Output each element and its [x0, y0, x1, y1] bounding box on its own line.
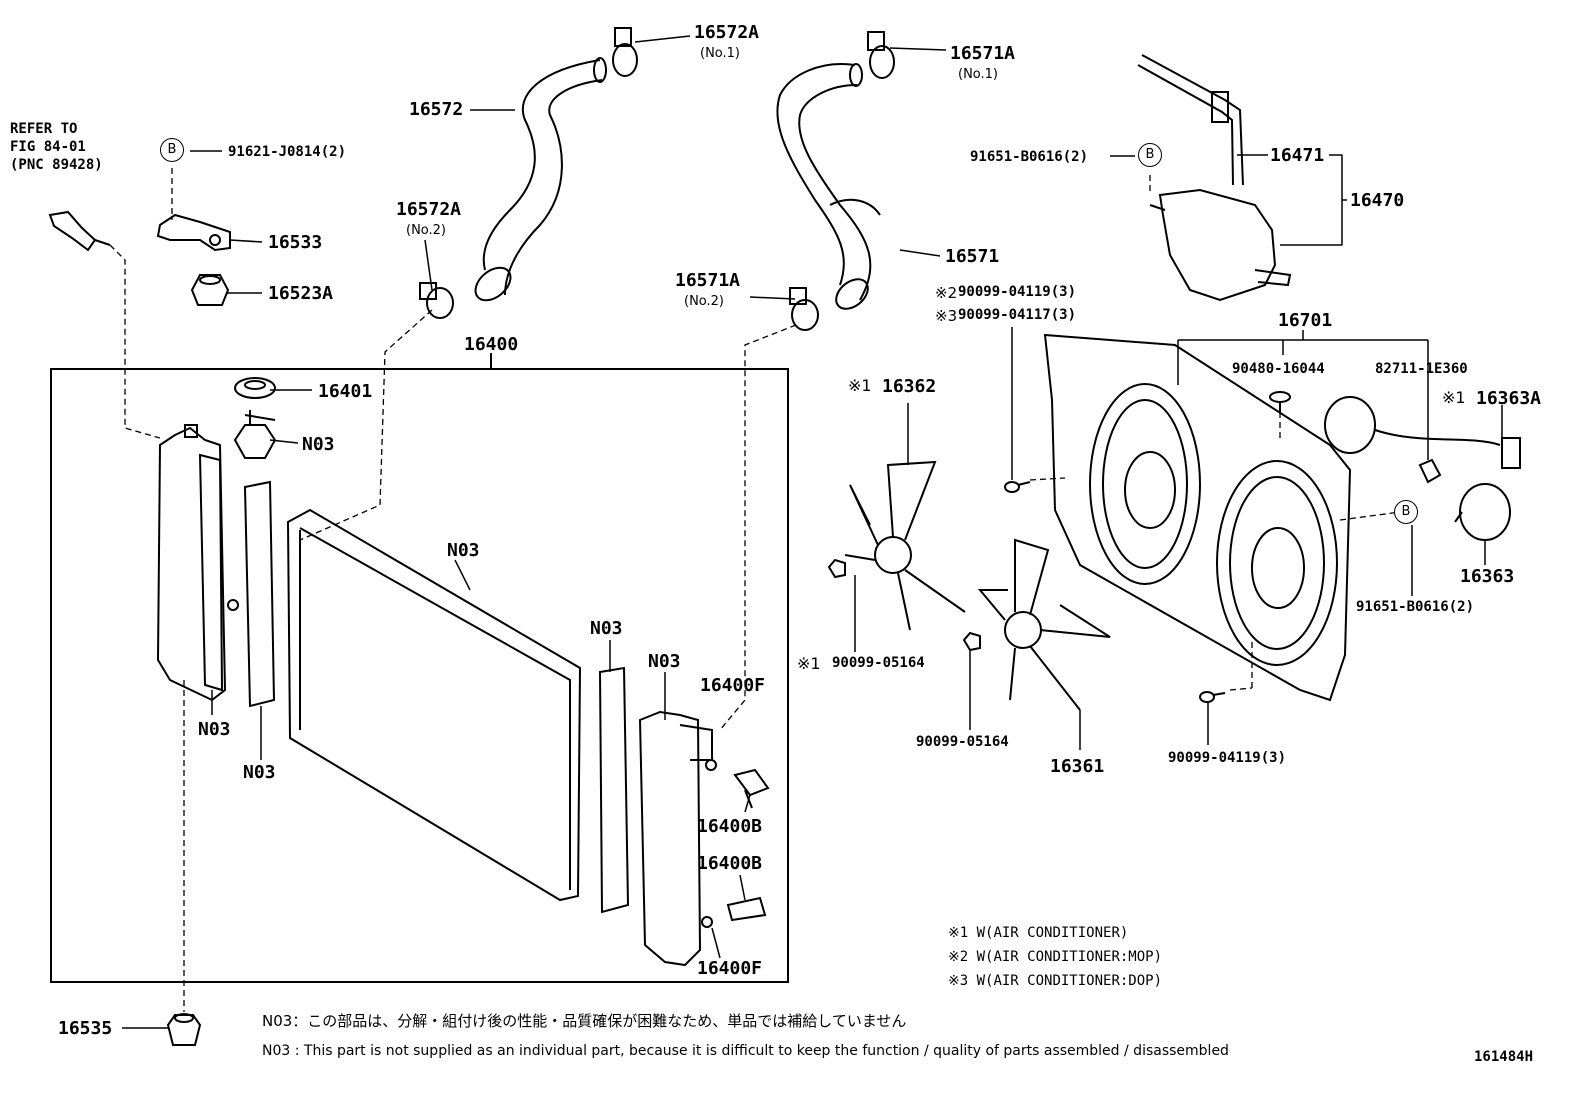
drain-plug-16400B-a: [733, 768, 770, 809]
callout-16400F-top: 16400F: [700, 675, 766, 696]
callout-16572A-no1-sub: (No.1): [700, 46, 740, 61]
callout-90099-04119-top: 90099-04119(3): [958, 284, 1077, 300]
bolt-90099-04119-bot: [1199, 691, 1226, 703]
refer-note-line3: (PNC 89428): [10, 157, 103, 173]
mark-2: ※2: [935, 284, 958, 302]
callout-16523A: 16523A: [268, 283, 334, 304]
mark-1-16363A: ※1: [1442, 388, 1466, 407]
drain-plug-16400B-b: [726, 896, 767, 922]
figure-id: 161484H: [1474, 1049, 1534, 1065]
right-gasket: [598, 666, 630, 914]
radiator-cap-16401: [234, 377, 276, 399]
callout-16401: 16401: [318, 381, 373, 402]
note-english: N03 : This part is not supplied as an in…: [262, 1043, 1229, 1059]
clamp-16572A-no2: [419, 282, 454, 319]
callout-16363A: 16363A: [1476, 388, 1542, 409]
callout-16571A-no1: 16571A: [950, 43, 1016, 64]
clamp-16572A-no1: [612, 27, 638, 77]
callout-16571: 16571: [945, 246, 1000, 267]
fan-16361: [977, 538, 1111, 711]
right-tank: [638, 710, 713, 967]
callout-16400F-bottom: 16400F: [697, 958, 763, 979]
callout-16363: 16363: [1460, 566, 1515, 587]
callout-n03-core: N03: [447, 540, 480, 561]
b-marker-3: B: [1394, 500, 1418, 524]
callout-16362: 16362: [882, 376, 937, 397]
clamp-16571A-no1: [867, 31, 895, 79]
callout-16533: 16533: [268, 232, 323, 253]
bolt-90099-04119-top: [1004, 481, 1031, 493]
reserve-hose-16471: [1137, 54, 1244, 186]
b-marker-2: B: [1138, 143, 1162, 167]
callout-91651-top: 91651-B0616(2): [970, 149, 1089, 165]
reserve-tank-16470: [1149, 188, 1292, 302]
callout-91651-bottom: 91651-B0616(2): [1356, 599, 1475, 615]
clamp-16571A-no2: [789, 287, 819, 331]
callout-16471: 16471: [1270, 145, 1325, 166]
nut-90099-05164-l: [827, 558, 846, 579]
callout-16701: 16701: [1278, 310, 1333, 331]
callout-16400B-1: 16400B: [697, 816, 763, 837]
fan-motor-16363: [1454, 483, 1511, 541]
nut-90099-05164-m: [962, 631, 981, 652]
mark-1-16362: ※1: [848, 376, 872, 395]
radiator-core: [286, 508, 582, 902]
callout-90099-04119-bottom: 90099-04119(3): [1168, 750, 1287, 766]
callout-16572A-no2-sub: (No.2): [406, 223, 446, 238]
callout-16470: 16470: [1350, 190, 1405, 211]
filler-neck: [233, 410, 277, 459]
clip-90480: [1269, 391, 1291, 412]
mark-3: ※3: [935, 307, 958, 325]
callout-16572A-no1: 16572A: [694, 22, 760, 43]
callout-n03-filler: N03: [302, 434, 335, 455]
callout-90099-05164-left: 90099-05164: [832, 655, 925, 671]
cushion-16535: [166, 1013, 202, 1046]
hose-16572: [474, 57, 607, 302]
callout-90099-04117: 90099-04117(3): [958, 307, 1077, 323]
fan-shroud-16701: [1043, 333, 1352, 702]
callout-16572: 16572: [409, 99, 464, 120]
left-gasket: [243, 480, 276, 708]
callout-16571A-no2: 16571A: [675, 270, 741, 291]
callout-16571A-no1-sub: (No.1): [958, 67, 998, 82]
hose-16571: [776, 63, 881, 310]
b-marker-1: B: [160, 138, 184, 162]
callout-90480: 90480-16044: [1232, 361, 1325, 377]
callout-n03-right-tank: N03: [648, 651, 681, 672]
cushion-16523A: [190, 274, 230, 306]
callout-91621: 91621-J0814(2): [228, 144, 347, 160]
legend-line-2: ※2 W(AIR CONDITIONER:MOP): [948, 949, 1163, 965]
o-ring-16400F-a: [705, 759, 717, 771]
callout-16535: 16535: [58, 1018, 113, 1039]
callout-16361: 16361: [1050, 756, 1105, 777]
temperature-sensor: [48, 210, 111, 252]
legend-line-3: ※3 W(AIR CONDITIONER:DOP): [948, 973, 1163, 989]
bracket-16533: [156, 213, 231, 252]
refer-note: REFER TO FIG 84-01 (PNC 89428): [10, 120, 103, 174]
legend-line-1: ※1 W(AIR CONDITIONER): [948, 925, 1129, 941]
callout-n03-left-tank: N03: [198, 719, 231, 740]
callout-n03-left-gasket: N03: [243, 762, 276, 783]
fan-16362: [844, 460, 966, 631]
mark-1-05164: ※1: [797, 654, 821, 673]
callout-82711: 82711-1E360: [1375, 361, 1468, 377]
callout-16572A-no2: 16572A: [396, 199, 462, 220]
refer-note-line1: REFER TO: [10, 121, 78, 137]
note-japanese: N03：この部品は、分解・組付け後の性能・品質確保が困難なため、単品では補給して…: [262, 1012, 907, 1030]
callout-16571A-no2-sub: (No.2): [684, 294, 724, 309]
connector-82711: [1418, 458, 1442, 484]
refer-note-line2: FIG 84-01: [10, 139, 86, 155]
callout-16400B-2: 16400B: [697, 853, 763, 874]
radiator-kit-frame: [50, 368, 789, 983]
o-ring-16400F-b: [701, 916, 713, 928]
left-tank: [156, 424, 239, 702]
callout-n03-right-gasket: N03: [590, 618, 623, 639]
callout-16400: 16400: [464, 334, 519, 355]
callout-90099-05164-mid: 90099-05164: [916, 734, 1009, 750]
fan-motor-16363A: [1324, 396, 1521, 469]
